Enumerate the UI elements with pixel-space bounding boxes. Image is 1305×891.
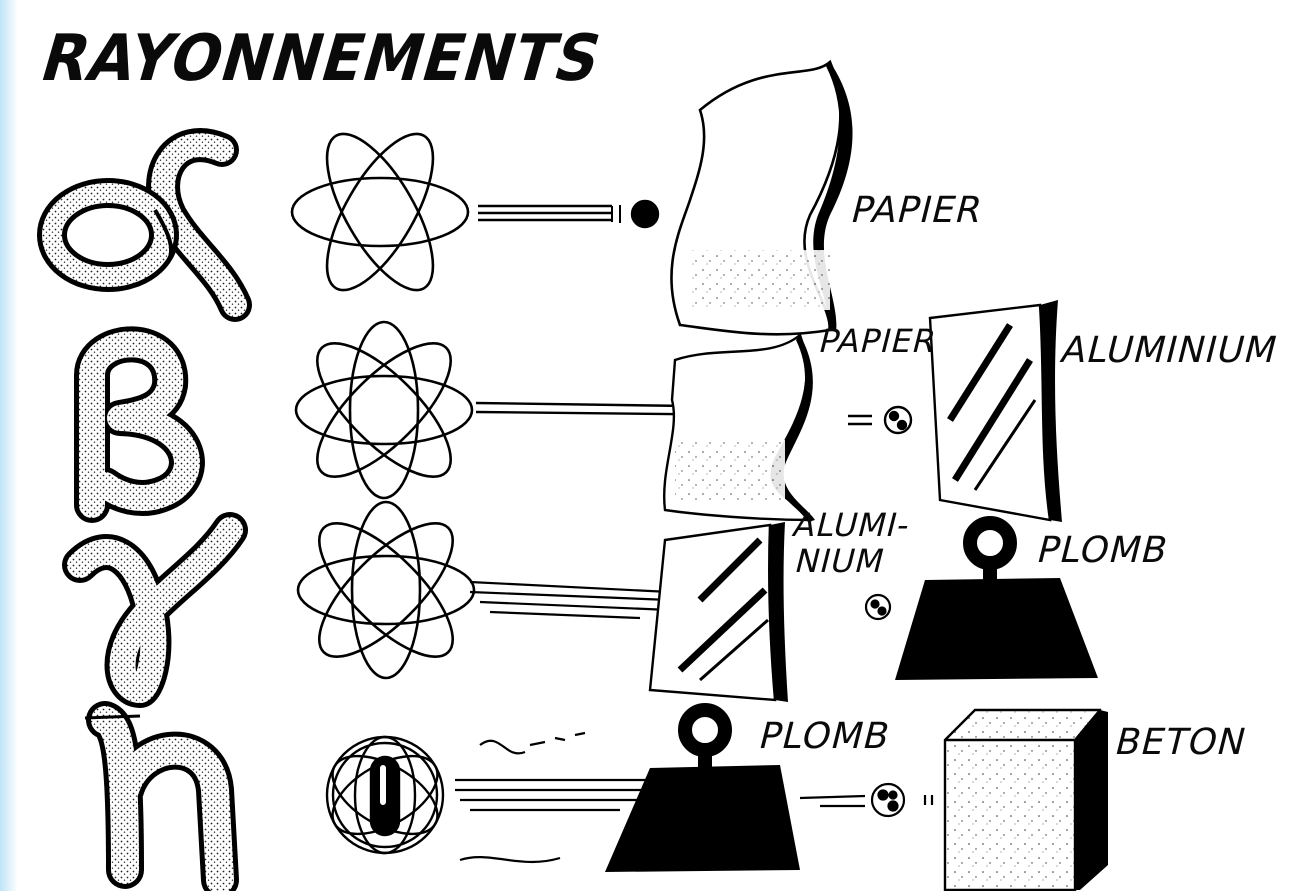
- atom-icon: [296, 322, 472, 498]
- beta-paper-label: PAPIER: [815, 322, 941, 360]
- gamma-lead-label: PLOMB: [1033, 530, 1173, 571]
- gamma-aluminium-label-line2: NIUM: [791, 542, 889, 580]
- nucleus-icon: [320, 737, 450, 853]
- beta-aluminium-label: ALUMINIUM: [1057, 330, 1282, 371]
- alpha-paper-label: PAPIER: [847, 190, 987, 231]
- atom-icon: [292, 119, 468, 305]
- concrete-block-icon: [945, 710, 1108, 890]
- paper-sheet-icon: [671, 62, 852, 334]
- gamma-symbol-icon: [80, 530, 230, 690]
- beta-symbol-icon: [92, 344, 187, 505]
- page-title: RAYONNEMENTS: [33, 22, 611, 96]
- alpha-beam: [478, 201, 658, 227]
- eta-lead-label: PLOMB: [755, 716, 895, 757]
- eta-symbol-icon: [85, 716, 220, 880]
- gamma-aluminium-label-line1: ALUMI-: [789, 506, 915, 544]
- eta-concrete-label: BETON: [1111, 722, 1251, 763]
- paper-sheet-icon: [664, 335, 815, 522]
- aluminium-sheet-icon: [650, 522, 788, 702]
- alpha-symbol-icon: [52, 145, 235, 305]
- atom-icon: [298, 502, 474, 678]
- aluminium-sheet-icon: [930, 300, 1062, 522]
